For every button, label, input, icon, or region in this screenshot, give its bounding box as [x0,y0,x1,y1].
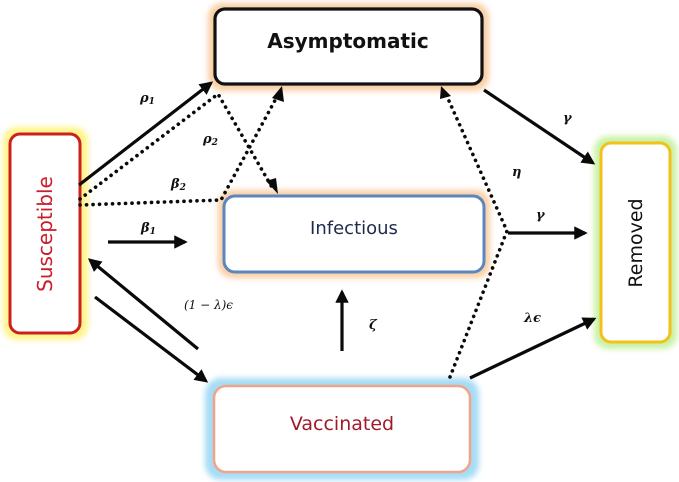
removed-label: Removed [625,198,647,287]
edge-a-to-r-gamma [483,88,596,165]
susceptible-box [8,132,82,335]
edge-beta2-arrowhead [272,86,284,102]
edge-v-to-a-eta-dotted [443,90,509,379]
label-lambda-eps: λϵ [523,311,541,326]
node-susceptible: Susceptible [3,127,88,340]
label-gamma-top: γ [563,111,573,126]
vaccinated-label: Vaccinated [290,413,394,435]
label-eta: η [512,165,521,180]
node-asymptomatic: Asymptomatic [208,3,489,91]
node-removed: Removed [594,136,677,349]
edge-rho2-arrowhead [266,178,278,194]
removed-box [599,141,672,344]
label-beta2: β2 [170,177,186,193]
edge-v-to-r-lambda-eps [469,317,597,380]
label-beta1: β1 [140,221,156,237]
susceptible-label: Susceptible [33,176,57,292]
asymptomatic-box [213,7,484,86]
edge-s-to-v [94,295,209,383]
edge-s-to-a-rho1 [78,81,214,187]
edge-s-to-i-rho2-dotted [78,91,275,201]
vaccinated-box [212,384,472,474]
node-infectious: Infectious [218,190,490,278]
infectious-label: Infectious [310,218,398,239]
node-vaccinated: Vaccinated [205,378,479,480]
edge-v-to-s [87,258,200,351]
edge-s-to-a-beta2-dotted [78,91,281,207]
label-rho1: ρ1 [139,91,155,107]
asymptomatic-label: Asymptomatic [267,29,428,53]
label-rho2: ρ2 [202,132,218,148]
label-gamma-mid: γ [536,208,546,223]
edge-eta-arrowhead [440,86,451,99]
infectious-box [222,194,486,274]
label-zeta: ζ [369,318,378,333]
label-one-minus-lambda-eps: (1 − λ)ϵ [184,298,233,312]
